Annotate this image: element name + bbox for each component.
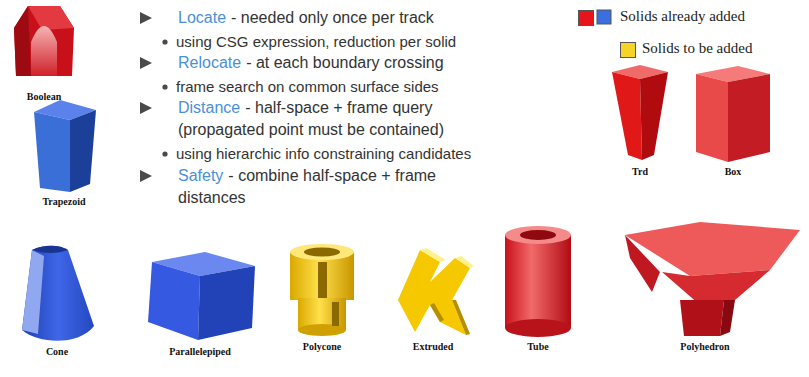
trapezoid-solid-part — [70, 110, 96, 192]
solid-name: Parallelepiped — [169, 346, 231, 357]
bullet-markers-part — [140, 102, 152, 114]
cone-solid-part — [32, 246, 68, 253]
boolean-solid — [14, 6, 74, 76]
bullet-markers-part — [162, 151, 167, 156]
bullet-line: Locate - needed only once per track — [178, 7, 434, 29]
legend-text: Solids to be added — [642, 40, 752, 57]
trd-solid — [612, 65, 668, 160]
boolean-solid-part — [14, 6, 74, 76]
polyhedron-solid-part — [720, 300, 735, 336]
extruded-solid-part — [420, 248, 474, 268]
bullet-line: Safety- combine half-space + frame dista… — [178, 165, 508, 209]
bullet-markers-part — [162, 39, 167, 44]
polycone-solid-part — [318, 262, 327, 298]
extruded-solid — [398, 248, 474, 335]
box-solid — [696, 66, 770, 162]
polycone-solid-part — [304, 248, 340, 257]
trd-solid-part — [640, 72, 668, 160]
bullet-text: - at each boundary crossing — [246, 54, 443, 71]
polyhedron-solid-part — [662, 270, 770, 305]
keyword: Locate — [178, 9, 226, 26]
tube-solid-part — [505, 226, 571, 244]
cone-solid — [22, 246, 94, 341]
box-solid-part — [696, 74, 728, 162]
bullet-markers — [140, 12, 168, 182]
bullet-markers-part — [140, 57, 152, 69]
bullet-line: using CSG expression, reduction per soli… — [176, 31, 456, 53]
extruded-solid-part — [430, 300, 470, 335]
parallelepiped-solid-part — [198, 266, 255, 340]
bullet-markers-part — [162, 84, 167, 89]
tube-solid-part — [505, 235, 571, 328]
solid-name: Box — [725, 166, 742, 177]
keyword: Relocate — [178, 54, 241, 71]
bullet-text: - needed only once per track — [231, 9, 434, 26]
box-solid-part — [728, 74, 770, 162]
bullet-text: using hierarchic info constraining candi… — [176, 145, 471, 162]
bullet-markers-part — [140, 170, 152, 182]
polyhedron-solid — [625, 222, 800, 336]
boolean-solid-part — [14, 6, 31, 76]
cone-solid-part — [22, 250, 44, 334]
legend-text: Solids already added — [620, 8, 745, 25]
solid-name: Polycone — [303, 341, 341, 352]
legend-swatch — [597, 10, 611, 24]
keyword: Distance — [178, 99, 240, 116]
trapezoid-solid — [34, 100, 96, 192]
tube-solid — [505, 226, 571, 337]
solid-name: Trd — [632, 166, 648, 177]
tube-solid-part — [505, 319, 571, 337]
polycone-solid-part — [332, 302, 339, 326]
bullet-line: Distance- half-space + frame query (prop… — [178, 97, 518, 141]
trd-solid-part — [612, 72, 642, 160]
polyhedron-solid-part — [625, 235, 660, 292]
bullet-text: using CSG expression, reduction per soli… — [176, 33, 456, 50]
bullet-line: using hierarchic info constraining candi… — [176, 143, 471, 165]
parallelepiped-solid-part — [148, 262, 200, 340]
bullet-line: Relocate - at each boundary crossing — [178, 52, 444, 74]
solid-name: Boolean — [27, 91, 61, 102]
cone-solid-part — [22, 246, 94, 341]
boolean-solid-part — [28, 6, 74, 30]
legend-swatch — [578, 10, 594, 26]
trapezoid-solid-part — [34, 112, 70, 192]
bullet-markers-part — [140, 12, 152, 24]
keyword: Safety — [178, 167, 223, 184]
legend-swatch — [620, 42, 636, 58]
boolean-solid-part — [31, 26, 57, 76]
polycone-solid — [290, 244, 354, 336]
parallelepiped-solid — [148, 252, 255, 340]
polycone-solid-part — [290, 244, 354, 260]
polyhedron-solid-part — [680, 300, 724, 336]
solid-name: Trapezoid — [42, 196, 85, 207]
solid-name: Extruded — [413, 341, 454, 352]
bullet-text: frame search on common surface sides — [176, 78, 439, 95]
tube-solid-part — [520, 230, 556, 240]
solid-name: Cone — [46, 346, 68, 357]
bullet-line: frame search on common surface sides — [176, 76, 439, 98]
solid-name: Polyhedron — [680, 341, 729, 352]
solid-name: Tube — [527, 341, 548, 352]
extruded-solid-part — [398, 250, 470, 335]
